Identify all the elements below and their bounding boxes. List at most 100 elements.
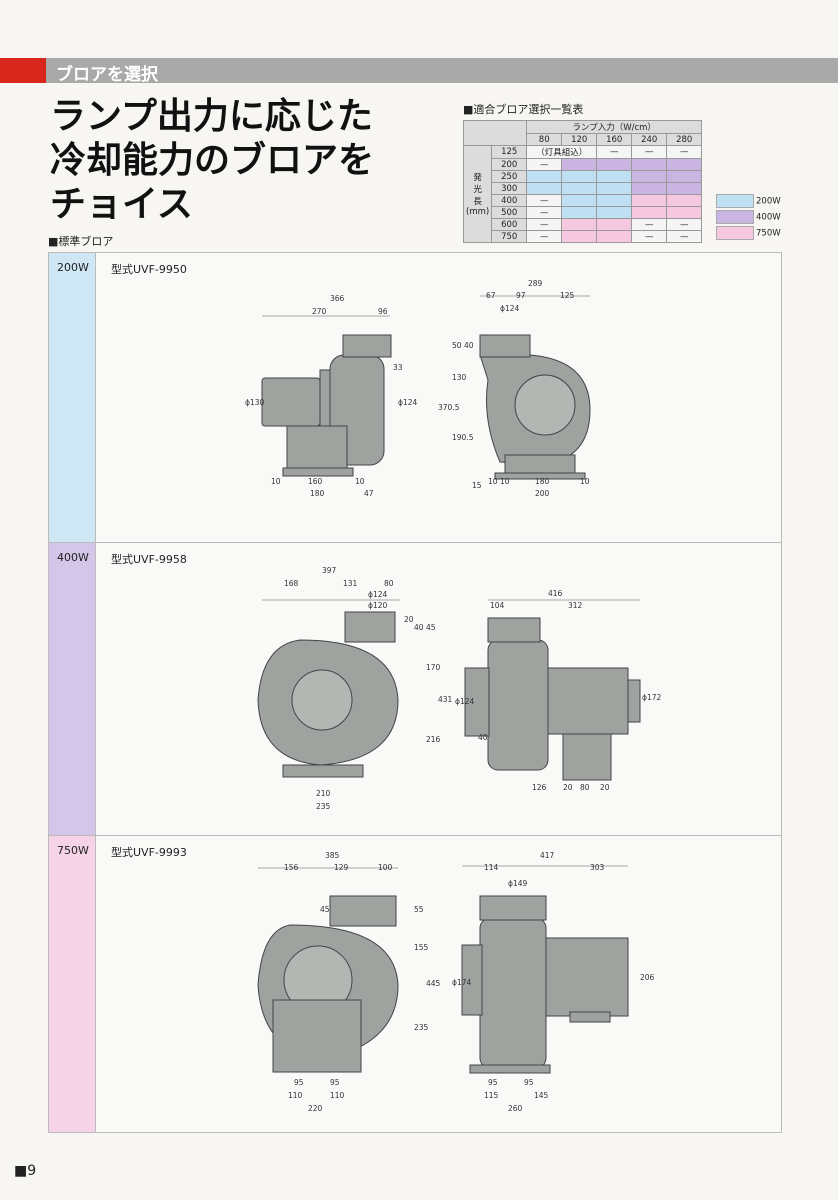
dim-label: 10 — [500, 477, 510, 486]
table-cell — [561, 206, 598, 219]
table-cell — [666, 170, 703, 183]
table-cell — [462, 120, 528, 146]
dim-label: 260 — [508, 1104, 523, 1113]
dim-label: 155 — [414, 943, 429, 952]
table-cell: （灯具組込） — [526, 145, 598, 159]
dim-label: 190.5 — [452, 433, 474, 442]
dim-label: 95 — [524, 1078, 534, 1087]
dim-label: 80 — [384, 579, 394, 588]
watt-label: 200W — [57, 261, 89, 274]
dim-label: ϕ124 — [500, 304, 519, 313]
table-cell — [561, 170, 598, 183]
table-cell: 400 — [491, 194, 528, 207]
dim-label: 40 — [478, 733, 488, 742]
uvf9993-front-drawing — [257, 895, 399, 1073]
dim-label: 110 — [330, 1091, 345, 1100]
dim-label: 104 — [490, 601, 505, 610]
table-cell: 240 — [631, 133, 668, 146]
table-cell: 750 — [491, 230, 528, 243]
dim-label: 10 — [271, 477, 281, 486]
uvf9950-front-drawing — [479, 334, 591, 480]
standard-label: ■標準ブロア — [48, 235, 114, 248]
dim-label: 55 — [414, 905, 424, 914]
legend-swatch — [716, 194, 754, 208]
dim-label: 20 — [600, 783, 610, 792]
dim-label: 431 — [438, 695, 453, 704]
dim-label: 129 — [334, 863, 349, 872]
dim-label: 312 — [568, 601, 583, 610]
page-number-value: 9 — [27, 1163, 37, 1179]
dim-label: 160 — [308, 477, 323, 486]
dim-label: 67 — [486, 291, 496, 300]
uvf9958-front-drawing — [257, 611, 399, 778]
section-200w: 200W 型式UVF-9950 — [48, 252, 782, 544]
dim-label: 100 — [378, 863, 393, 872]
dim-label: 15 — [472, 481, 482, 490]
dim-label: 216 — [426, 735, 441, 744]
dim-label: 200 — [535, 489, 550, 498]
watt-band — [49, 253, 95, 543]
dim-label: 97 — [516, 291, 526, 300]
dim-label: 45 — [320, 905, 330, 914]
table-cell: — — [526, 218, 563, 231]
dim-label: 270 — [312, 307, 327, 316]
dim-label: 145 — [534, 1091, 549, 1100]
dim-label: ϕ120 — [368, 601, 387, 610]
watt-band — [49, 836, 95, 1132]
dim-label: 50 — [452, 341, 462, 350]
dim-label: 80 — [580, 783, 590, 792]
table-cell — [526, 170, 563, 183]
legend-label: 200W — [756, 196, 781, 207]
legend-swatch — [716, 226, 754, 240]
dim-label: 366 — [330, 294, 345, 303]
legend-label: 750W — [756, 228, 781, 239]
table-cell: ランプ入力（W/cm） — [526, 120, 703, 134]
legend-item: 400W — [716, 210, 781, 224]
dim-label: 416 — [548, 589, 563, 598]
dim-label: 110 — [288, 1091, 303, 1100]
dim-label: 303 — [590, 863, 605, 872]
dim-label: 235 — [414, 1023, 429, 1032]
dim-label: 47 — [364, 489, 374, 498]
section-label: ブロアを選択 — [56, 65, 158, 85]
dim-label: 168 — [284, 579, 299, 588]
dim-label: 10 — [580, 477, 590, 486]
table-cell — [631, 170, 668, 183]
section-750w: 750W 型式UVF-9993 — [48, 835, 782, 1133]
dim-label: 10 — [488, 477, 498, 486]
table-cell: 160 — [596, 133, 633, 146]
table-cell — [666, 182, 703, 195]
model-label: 型式UVF-9993 — [111, 846, 187, 859]
dim-label: 289 — [528, 279, 543, 288]
dim-label: 20 — [563, 783, 573, 792]
legend-item: 200W — [716, 194, 781, 208]
header-accent — [0, 58, 46, 83]
dim-label: 40 — [414, 623, 424, 632]
header-bar — [46, 58, 838, 83]
dim-label: 370.5 — [438, 403, 460, 412]
dim-label: 96 — [378, 307, 388, 316]
table-cell: — — [526, 206, 563, 219]
dim-label: 220 — [308, 1104, 323, 1113]
uvf9958-side-drawing — [464, 617, 641, 781]
dim-label: 385 — [325, 851, 340, 860]
dim-label: ϕ124 — [398, 398, 417, 407]
dim-label: 125 — [560, 291, 575, 300]
legend-swatch — [716, 210, 754, 224]
table-cell: 80 — [526, 133, 563, 146]
watt-label: 750W — [57, 844, 89, 857]
legend-item: 750W — [716, 226, 781, 240]
dim-label: ϕ172 — [642, 693, 661, 702]
table-cell: — — [666, 218, 703, 231]
table-cell — [666, 194, 703, 207]
dim-label: 156 — [284, 863, 299, 872]
dim-label: ϕ130 — [245, 398, 264, 407]
dim-label: 20 — [404, 615, 414, 624]
legend-label: 400W — [756, 212, 781, 223]
dim-label: 170 — [426, 663, 441, 672]
dim-label: ϕ149 — [508, 879, 527, 888]
dim-label: 33 — [393, 363, 403, 372]
table-cell: 500 — [491, 206, 528, 219]
table-cell: 280 — [666, 133, 703, 146]
